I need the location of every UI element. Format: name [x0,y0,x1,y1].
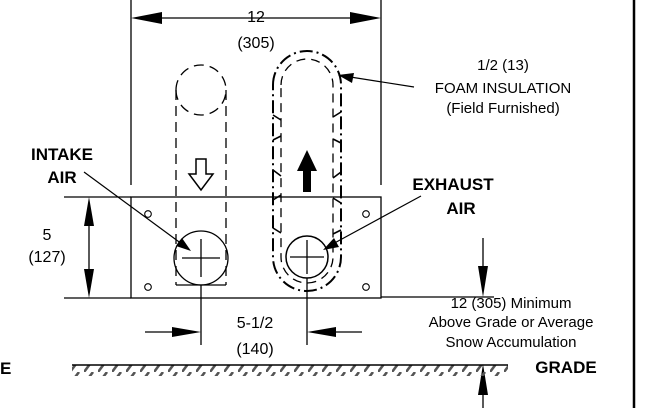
insulation-size-label: 1/2 (13) [477,57,529,74]
grade-line [72,364,508,376]
insulation-type-label: FOAM INSULATION [435,80,571,97]
mounting-plate [130,196,382,299]
grade-label: GRADE [535,358,596,377]
intake-leader [83,171,191,251]
intake-label-2: AIR [47,168,76,187]
width-mm: (305) [237,35,274,52]
width-value: 12 [247,9,265,26]
clearance-dimension [381,238,494,408]
spacing-value: 5-1/2 [237,315,274,332]
width-dimension [130,0,382,185]
insulation-note-label: (Field Furnished) [446,100,559,117]
insulation-leader [338,73,415,88]
exhaust-label-2: AIR [446,199,475,218]
spacing-mm: (140) [236,341,273,358]
intake-flow-arrow [187,158,215,192]
height-dimension [64,196,131,299]
intake-label-1: INTAKE [31,145,93,164]
spacing-dimension [145,278,362,345]
exhaust-leader [323,195,422,250]
exhaust-pipe [272,50,342,292]
exhaust-label-1: EXHAUST [412,175,494,194]
grade-label-cut: E [0,359,11,378]
clearance-label-1: 12 (305) Minimum [451,295,572,312]
height-mm: (127) [28,249,65,266]
clearance-label-3: Snow Accumulation [446,334,577,351]
exhaust-flow-arrow [297,150,317,192]
height-value: 5 [43,227,52,244]
mounting-holes [144,210,370,291]
clearance-label-2: Above Grade or Average [429,314,594,331]
